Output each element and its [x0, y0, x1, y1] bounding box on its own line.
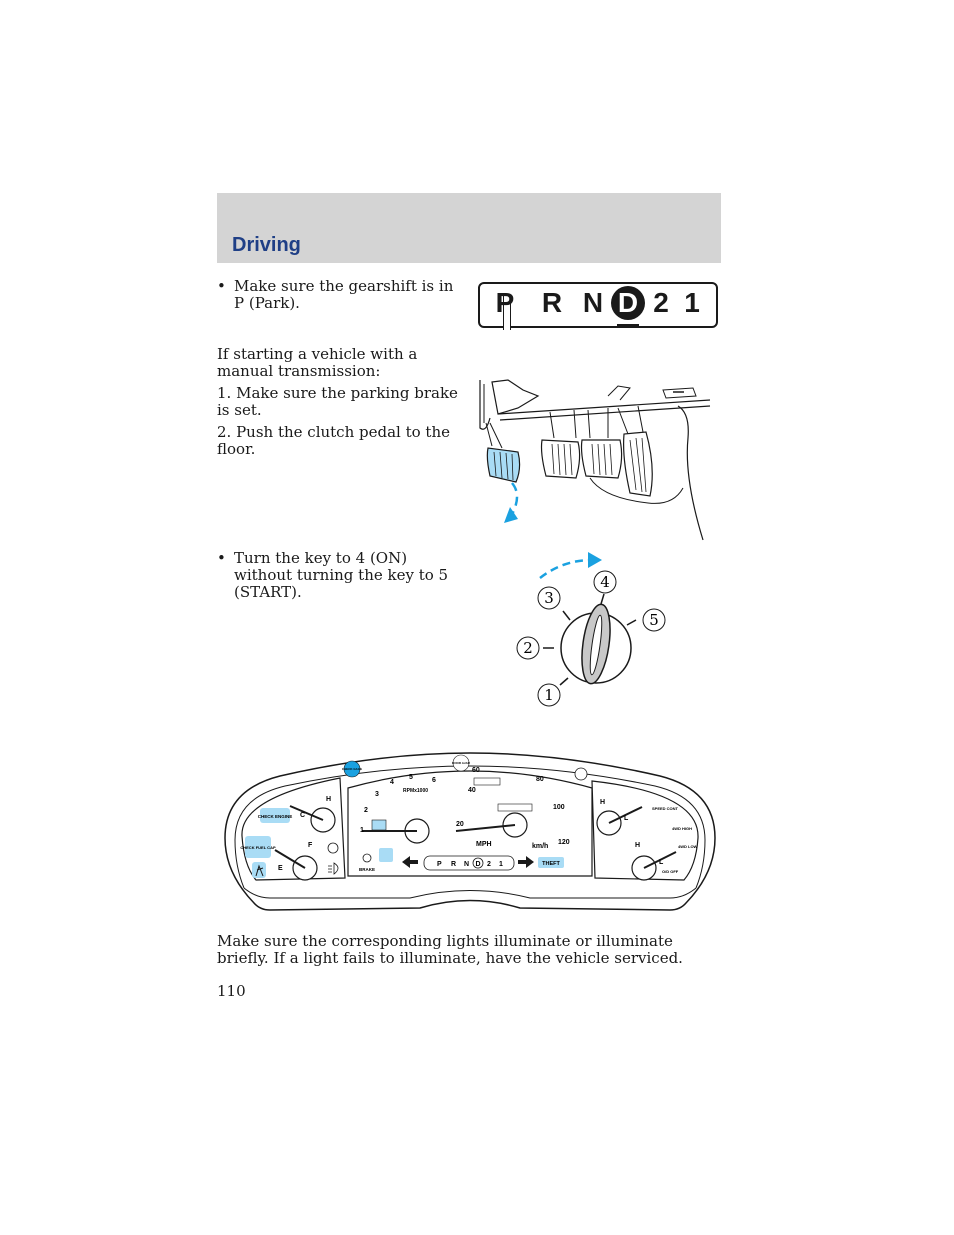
speed-unit-mph: MPH — [476, 841, 492, 848]
check-gage-label: CHECK GAGE — [342, 767, 362, 771]
section-header: Driving — [217, 193, 721, 263]
bullet-ignition: • Turn the key to 4 (ON) without turning… — [217, 550, 462, 601]
speed-tick-20: 20 — [456, 821, 464, 828]
prnd-strip-n: N — [464, 861, 469, 868]
speed-tick-100: 100 — [553, 804, 565, 811]
prnd-strip-p: P — [437, 861, 442, 868]
right-turn-arrow-icon — [518, 856, 534, 868]
ignition-pos-3: 3 — [544, 589, 554, 607]
gear-p-lever — [503, 295, 511, 330]
gear-letter-n: N — [582, 287, 604, 318]
brake-icon — [362, 853, 372, 863]
step-clutch: 2. Push the clutch pedal to the floor. — [217, 423, 450, 458]
gear-letter-d: D — [617, 287, 639, 318]
speed-cont-label: SPEED CONT — [652, 806, 679, 811]
bullet-ignition-text: Turn the key to 4 (ON) without turning t… — [234, 549, 449, 601]
headlight-icon — [327, 842, 339, 854]
tach-tick-4: 4 — [390, 779, 394, 786]
airbag-icon — [379, 848, 393, 862]
bullet-dot: • — [217, 277, 226, 295]
tach-tick-2: 2 — [364, 807, 368, 814]
high-beam-icon — [328, 862, 339, 875]
battery-icon — [371, 819, 387, 831]
ignition-pos-4: 4 — [600, 573, 610, 591]
gear-d-underline — [617, 324, 639, 326]
left-turn-arrow-icon — [402, 856, 418, 868]
brake-label: BRAKE — [359, 867, 375, 872]
ignition-pos-1: 1 — [544, 686, 554, 704]
door-ajar-label: DOOR AJAR — [452, 761, 471, 765]
check-engine-label: CHECK ENGINE — [258, 814, 293, 819]
temp-cold-label: C — [300, 812, 305, 819]
trip-display — [497, 803, 533, 812]
fuel-empty-label: E — [278, 865, 283, 872]
check-fuel-cap-label: CHECK FUEL CAP — [240, 845, 276, 850]
prnd-strip-r: R — [451, 861, 456, 868]
step-parking-brake: 1. Make sure the parking brake is set. — [217, 384, 458, 419]
closing-paragraph: Make sure the corresponding lights illum… — [217, 932, 683, 967]
bullet-dot: • — [217, 549, 226, 567]
instrument-cluster-diagram: C H F E CHECK ENGINE CHECK FUEL CAP 1 2 … — [224, 752, 716, 911]
gear-selector-diagram — [478, 282, 718, 328]
page-number: 110 — [217, 982, 246, 1000]
fuel-full-label: F — [308, 842, 313, 849]
ignition-diagram: 1 2 3 4 5 — [516, 552, 666, 707]
ignition-pos-2: 2 — [523, 639, 533, 657]
tach-tick-5: 5 — [409, 774, 413, 781]
oil-high-label: H — [600, 799, 605, 806]
prnd-strip — [423, 855, 515, 871]
prnd-strip-1: 1 — [499, 861, 503, 868]
gear-letter-r: R — [541, 287, 563, 318]
speed-tick-60: 60 — [472, 767, 480, 774]
tach-tick-1: 1 — [360, 827, 364, 834]
speed-tick-120: 120 — [558, 839, 570, 846]
gear-letter-1: 1 — [684, 287, 700, 318]
tach-unit: RPMx1000 — [403, 788, 428, 794]
check-fuel-cap-indicator — [245, 836, 271, 858]
theft-label: THEFT — [542, 861, 560, 867]
ignition-pos-5: 5 — [649, 611, 659, 629]
prnd-strip-d: D — [476, 861, 481, 868]
od-off-label: O/D OFF — [662, 869, 679, 874]
4wd-low-label: 4WD LOW — [678, 844, 698, 849]
prnd-strip-2: 2 — [487, 861, 491, 868]
speed-tick-80: 80 — [536, 776, 544, 783]
bullet-park: • Make sure the gearshift is in P (Park)… — [217, 278, 457, 312]
bullet-park-text: Make sure the gearshift is in P (Park). — [234, 277, 454, 312]
gear-selected-indicator — [611, 286, 645, 320]
4wd-high-label: 4WD HIGH — [672, 826, 692, 831]
odometer-display — [473, 777, 501, 786]
seatbelt-icon — [252, 862, 266, 878]
gear-letter-p: P — [495, 287, 515, 318]
oil-low-label: L — [624, 815, 629, 822]
manual-intro: If starting a vehicle with a manual tran… — [217, 345, 418, 380]
battery-high-label: H — [635, 842, 640, 849]
gear-letter-2: 2 — [653, 287, 669, 318]
temp-hot-label: H — [326, 796, 331, 803]
tach-tick-3: 3 — [375, 791, 379, 798]
battery-low-label: L — [659, 859, 664, 866]
check-engine-indicator — [260, 808, 290, 823]
theft-indicator — [538, 857, 564, 868]
speed-tick-40: 40 — [468, 787, 476, 794]
tach-tick-6: 6 — [432, 777, 436, 784]
pedals-illustration — [479, 379, 711, 541]
section-title: Driving — [232, 234, 301, 256]
speed-unit-kmh: km/h — [532, 843, 548, 850]
